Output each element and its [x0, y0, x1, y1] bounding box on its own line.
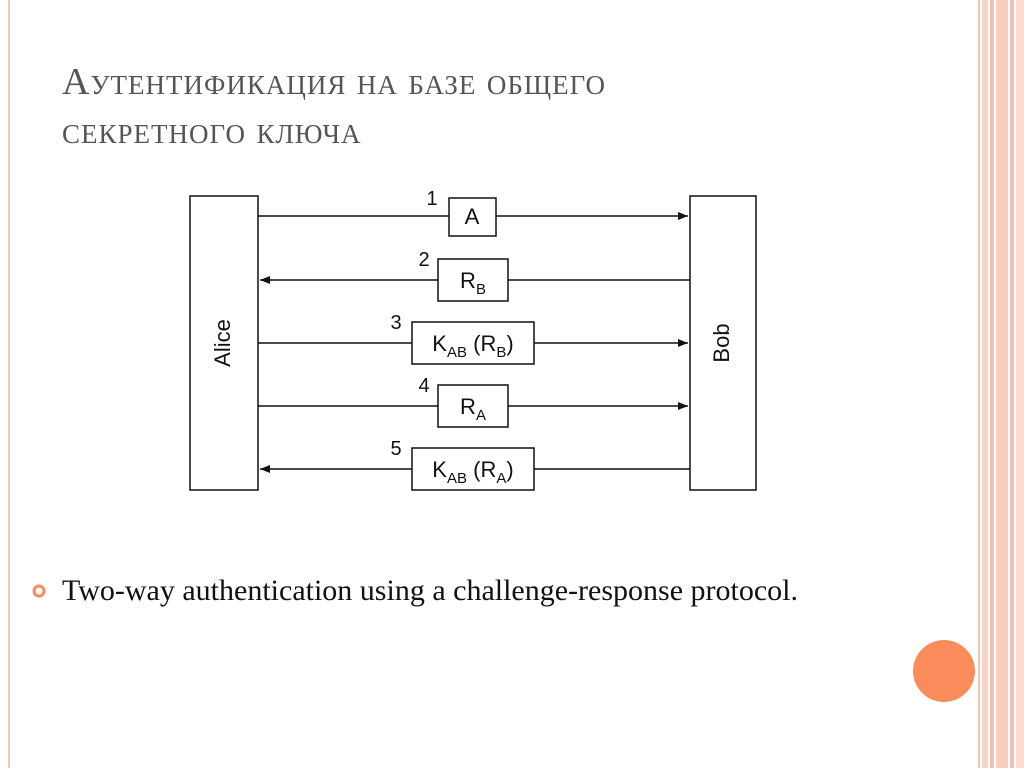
decorative-strip [990, 0, 994, 768]
decorative-strip [1016, 0, 1024, 768]
bob-label: Bob [709, 323, 734, 362]
bullet-text: Two-way authentication using a challenge… [62, 574, 798, 607]
alice-label: Alice [210, 319, 235, 367]
message-5-number: 5 [390, 438, 401, 460]
decorative-strip [982, 0, 988, 768]
slide-title-line-1: Аутентификация на базе общего [62, 61, 607, 103]
decorative-strip [996, 0, 1008, 768]
message-4-label: RA [460, 394, 486, 424]
message-3-label: KAB (RB) [432, 331, 513, 361]
alice-box [189, 195, 259, 491]
message-5-box [411, 447, 535, 491]
message-5-label: KAB (RA) [432, 457, 513, 487]
message-3-box [411, 321, 535, 365]
slide-title-line-2: секретного ключа [62, 110, 362, 152]
message-1-box [448, 197, 497, 237]
decorative-strip [1010, 0, 1014, 768]
message-4-box [437, 384, 509, 428]
message-3-number: 3 [390, 312, 401, 334]
slide-frame [8, 0, 980, 768]
slide-title: Аутентификация на базе общего секретного… [62, 58, 922, 156]
message-2-box [437, 258, 509, 302]
message-2-label: RB [460, 268, 486, 298]
decorative-circle [913, 640, 975, 702]
message-4-number: 4 [418, 375, 429, 397]
ring-bullet-icon [32, 584, 46, 598]
message-1-number: 1 [426, 188, 437, 210]
message-1-label: A [465, 204, 480, 229]
message-2-number: 2 [418, 249, 429, 271]
bob-box [689, 195, 757, 491]
